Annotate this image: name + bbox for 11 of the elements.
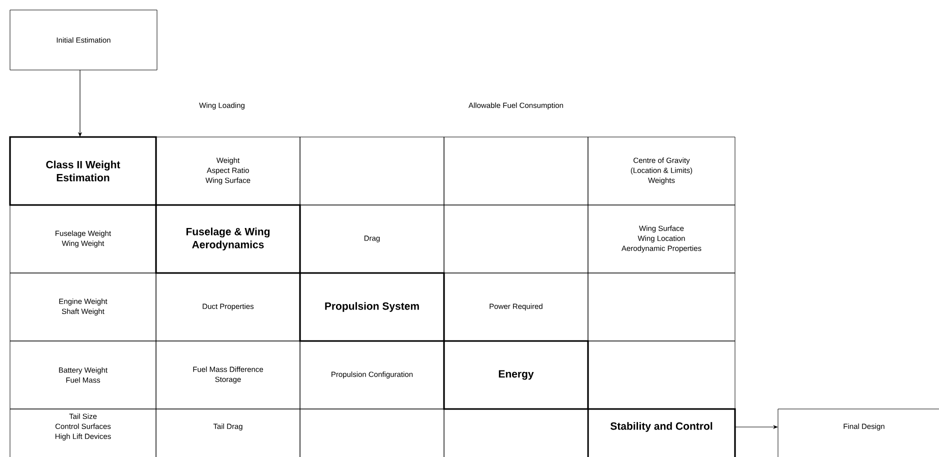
empty-cell [300, 408, 444, 457]
design-block: Fuselage & Wing Aerodynamics [155, 204, 301, 274]
design-block: Propulsion System [299, 272, 445, 342]
empty-cell [588, 340, 736, 410]
empty-cell [444, 204, 588, 274]
design-block: Class II Weight Estimation [9, 136, 157, 206]
empty-cell [588, 272, 736, 342]
empty-cell [444, 136, 588, 206]
design-block: Energy [443, 340, 589, 410]
design-block: Stability and Control [587, 408, 736, 457]
empty-cell [300, 136, 444, 206]
